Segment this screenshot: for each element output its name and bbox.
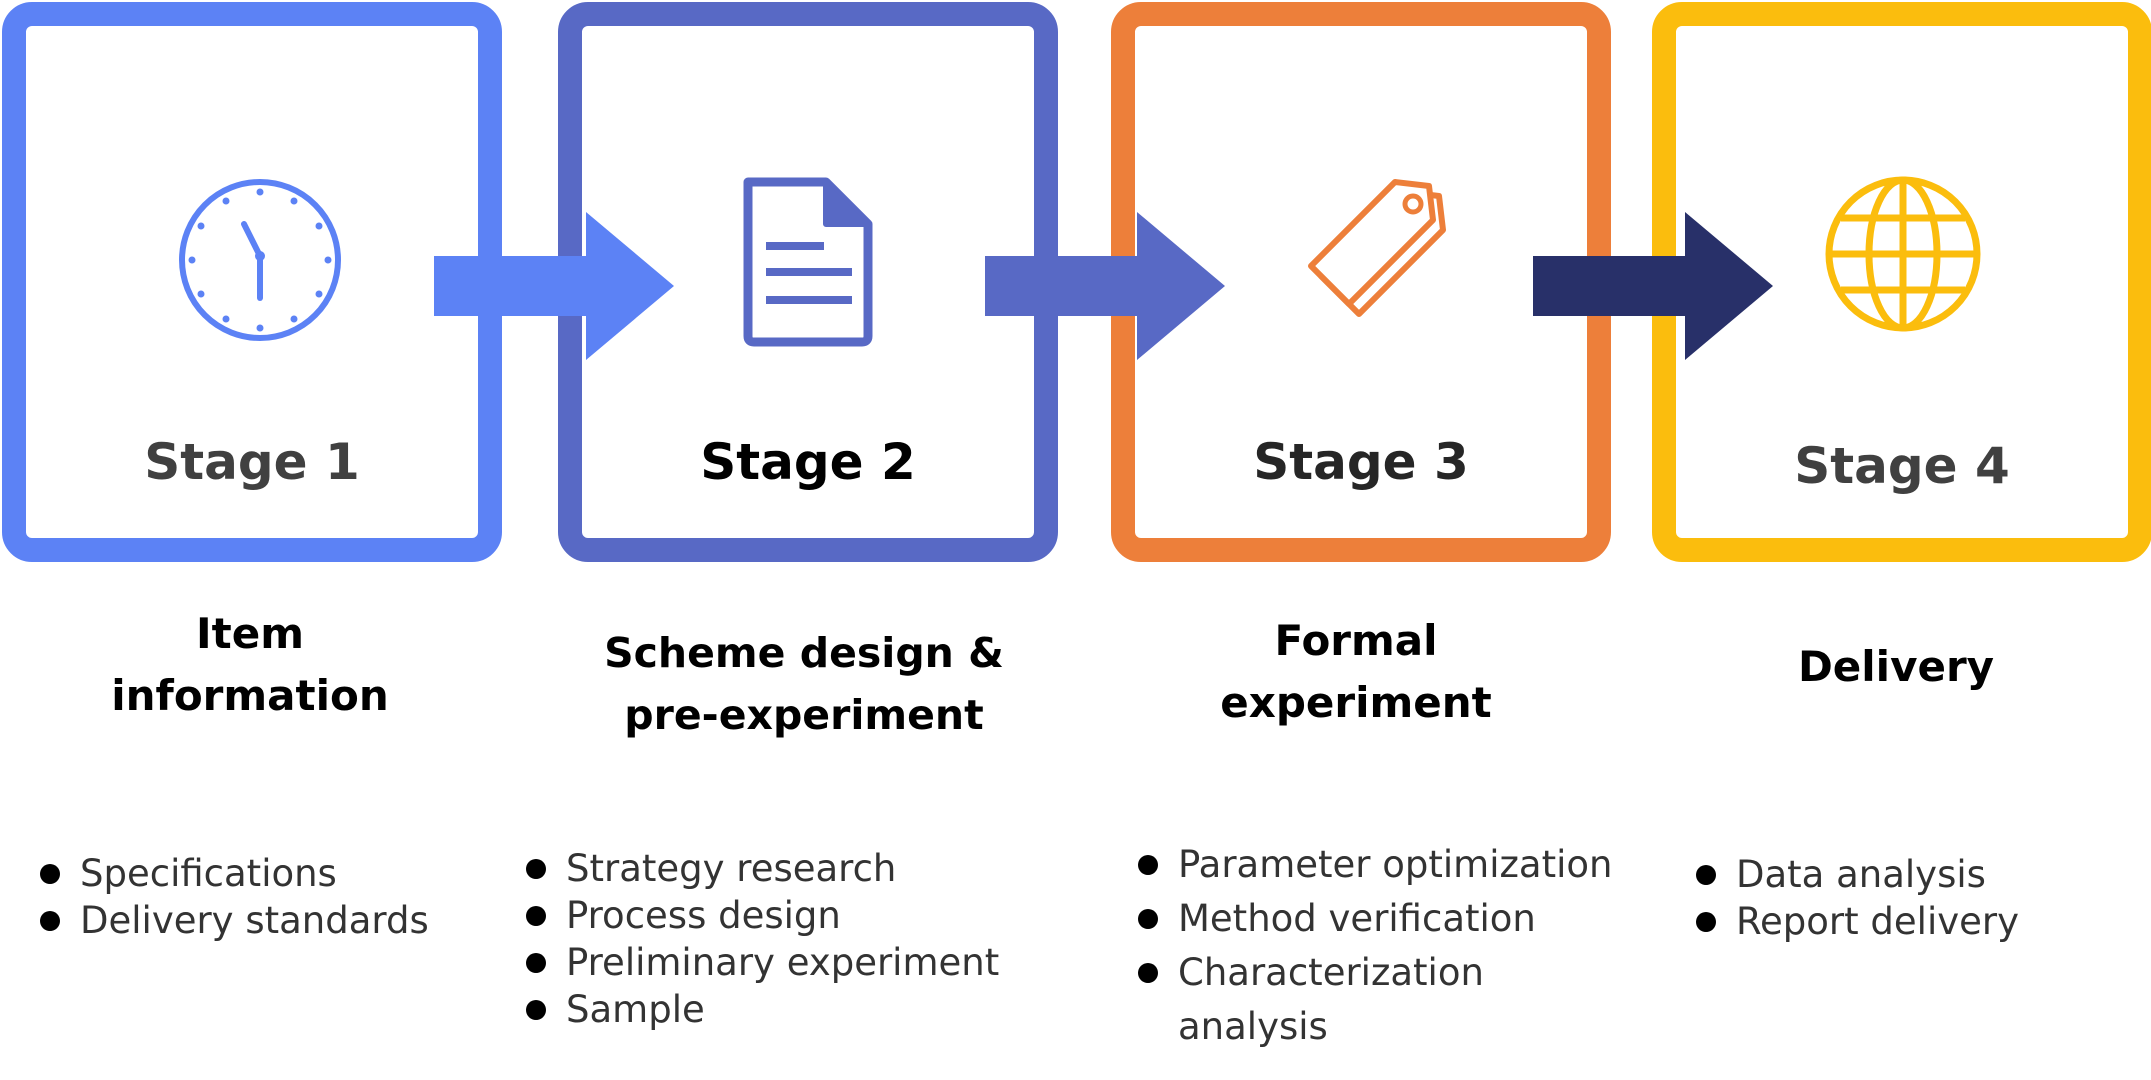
list-item: Report delivery <box>1696 898 2019 945</box>
list-item: Preliminary experiment <box>526 939 999 986</box>
document-icon <box>743 177 873 347</box>
stage-3-box: Stage 3 <box>1111 2 1611 562</box>
list-item: Sample <box>526 986 999 1033</box>
list-item: Characterization analysis <box>1138 946 1618 1054</box>
stage-4-title: Stage 4 <box>1794 437 2010 495</box>
arrow-right-icon <box>985 212 1225 360</box>
stage-1-box: Stage 1 <box>2 2 502 562</box>
list-item: Process design <box>526 892 999 939</box>
clock-icon <box>179 179 341 341</box>
list-item: Parameter optimization <box>1138 838 1618 892</box>
stage-3-heading: Formal experiment <box>1220 616 1492 727</box>
stage-2-list: Strategy research Process design Prelimi… <box>526 845 999 1033</box>
stage-3-title: Stage 3 <box>1253 433 1469 491</box>
list-item: Method verification <box>1138 892 1618 946</box>
stage-3-list: Parameter optimization Method verificati… <box>1138 838 1618 1054</box>
stage-1-title: Stage 1 <box>144 433 360 491</box>
list-item: Data analysis <box>1696 851 2019 898</box>
list-item: Delivery standards <box>40 897 429 944</box>
arrow-3 <box>1533 212 1773 360</box>
arrow-right-icon <box>1533 212 1773 360</box>
stage-4-list: Data analysis Report delivery <box>1696 851 2019 945</box>
tag-icon <box>1308 179 1446 317</box>
stage-1-heading: Item information <box>111 609 389 720</box>
stage-2-heading: Scheme design & pre-experiment <box>604 629 1004 739</box>
arrow-right-icon <box>434 212 674 360</box>
list-item: Strategy research <box>526 845 999 892</box>
stage-4-heading: Delivery <box>1797 642 1995 691</box>
stage-2-box: Stage 2 <box>558 2 1058 562</box>
list-item: Specifications <box>40 850 429 897</box>
stage-1-list: Specifications Delivery standards <box>40 850 429 944</box>
arrow-1 <box>434 212 674 360</box>
globe-icon <box>1825 176 1981 332</box>
stage-2-title: Stage 2 <box>700 433 916 491</box>
arrow-2 <box>985 212 1225 360</box>
